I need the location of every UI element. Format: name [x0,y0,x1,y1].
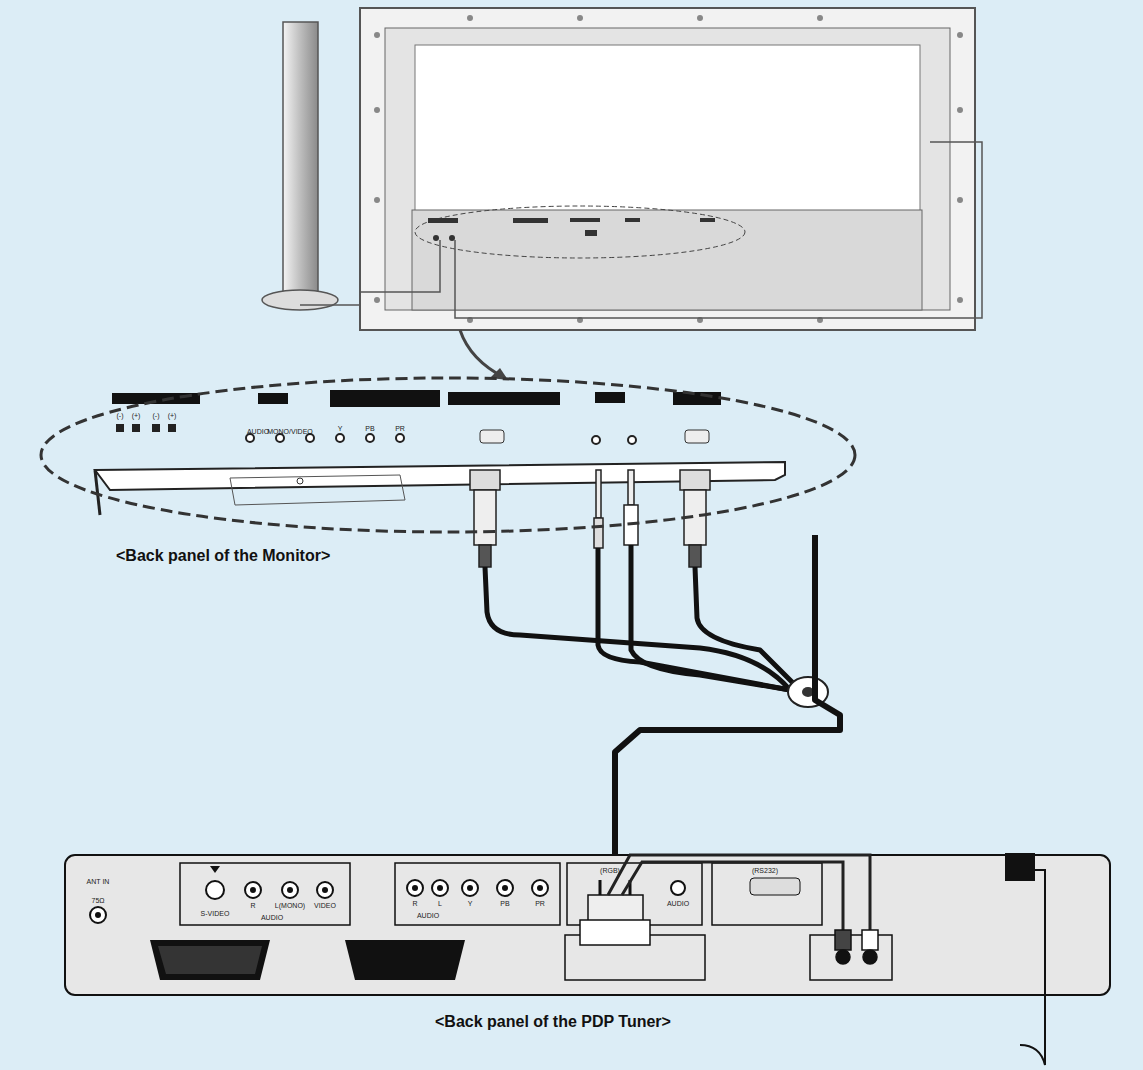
port-label: (+) [168,412,177,419]
panel-caption: <Back panel of the Monitor> [116,547,330,565]
port-label: AUDIO [261,914,283,921]
port-label: (-) [153,412,160,419]
dashed-ellipse [38,375,858,535]
panel-zoom: <Back panel of the Monitor> [38,375,858,535]
port-label: PB [500,900,509,907]
port-label: ANT IN [87,878,110,885]
port-label: S-VIDEO [201,910,230,917]
port-label: AUDIO [667,900,689,907]
port-label: R [412,900,417,907]
port-label: PB [365,425,374,432]
port-label: PR [535,900,545,907]
panel-caption: <Back panel of the PDP Tuner> [435,1013,671,1031]
tuner-panel [65,853,1110,1065]
main-cable [615,535,840,855]
tuner-plugs [580,855,878,964]
tuner-panel: <Back panel of the PDP Tuner> [65,855,1110,995]
port-label: VIDEO [314,902,336,909]
port-label: AUDIO [247,428,269,435]
port-label: 75Ω [91,897,104,904]
port-label: R [250,902,255,909]
port-label: (-) [117,412,124,419]
port-label: AUDIO [417,912,439,919]
monitor-terminals [95,390,785,515]
port-label: (+) [132,412,141,419]
port-label: PR [395,425,405,432]
port-label: (RGB) [600,867,620,874]
port-label: L [438,900,442,907]
port-label: L(MONO) [275,902,305,909]
port-label: Y [338,425,343,432]
cable [485,545,800,690]
port-label: (RS232) [752,867,778,874]
monitor [300,8,982,330]
port-label: MONO/VIDEO [267,428,313,435]
port-label: Y [468,900,473,907]
